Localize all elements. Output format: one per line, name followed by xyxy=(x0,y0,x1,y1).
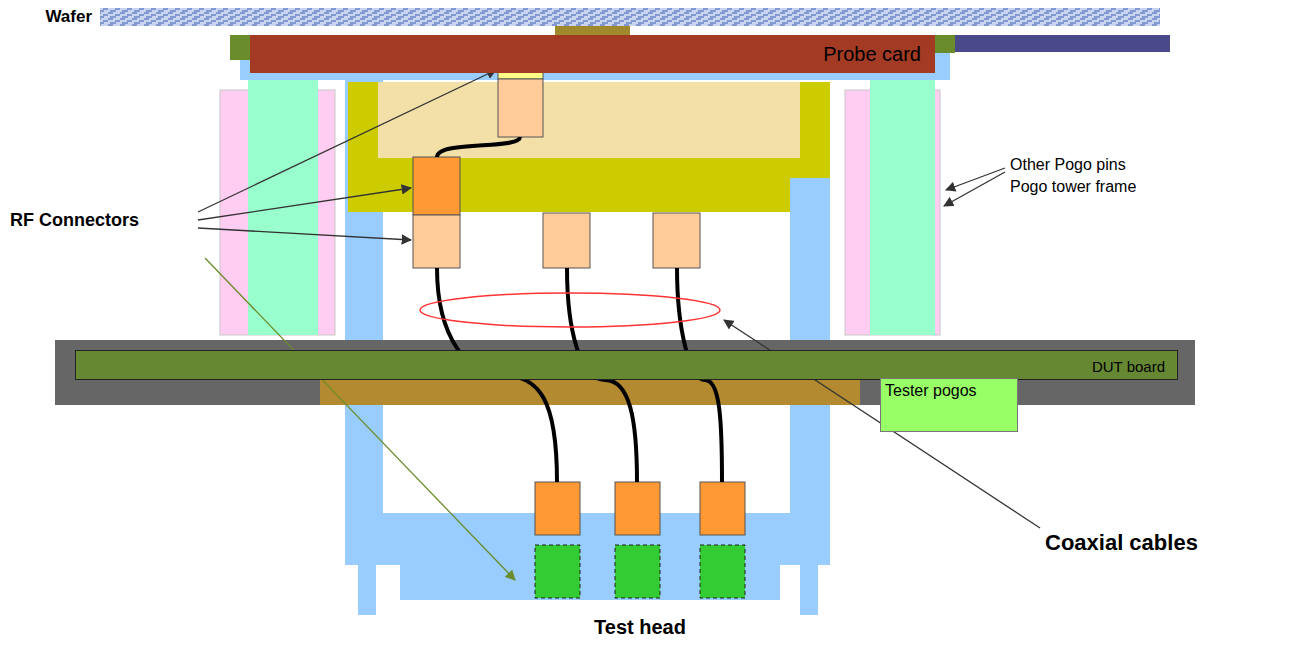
highlight-ellipse xyxy=(420,293,720,327)
callout-label: RF Connectors xyxy=(10,210,139,231)
rf-connector xyxy=(413,157,460,215)
probe-tip xyxy=(555,26,630,35)
test-head-connector xyxy=(700,545,745,598)
probe-card: Probe card xyxy=(250,35,935,73)
dut-board: DUT board xyxy=(75,350,1178,380)
card-holder xyxy=(955,35,1170,52)
board-stiffener xyxy=(320,378,860,405)
support-column xyxy=(790,178,830,340)
node-label: Tester pogos xyxy=(885,382,977,400)
node-label: Probe card xyxy=(823,43,921,66)
callout-label: Coaxial cables xyxy=(1045,530,1198,556)
rf-connector xyxy=(413,215,460,268)
leader-line xyxy=(198,70,1040,528)
rf-connector xyxy=(700,482,745,535)
connector-holder-inner xyxy=(378,82,800,158)
rf-connector xyxy=(543,213,590,268)
part-name: Test head xyxy=(594,616,686,639)
tray-leg xyxy=(800,565,818,615)
callout-label: Other Pogo pins xyxy=(1010,156,1126,174)
node-label: Wafer xyxy=(45,7,92,27)
support-column xyxy=(345,212,383,340)
test-head-tray xyxy=(345,455,830,565)
leader-line xyxy=(205,258,515,580)
stiffener-frame xyxy=(240,35,950,80)
card-holder xyxy=(935,35,955,53)
wafer-band xyxy=(100,8,1160,26)
rf-connector xyxy=(535,482,580,535)
test-head-connector xyxy=(535,545,580,598)
callout-label: Pogo tower frame xyxy=(1010,178,1136,196)
test-head-connector xyxy=(615,545,660,598)
node-label: DUT board xyxy=(1092,358,1165,375)
rf-connector xyxy=(653,213,700,268)
rf-connector xyxy=(498,79,543,137)
coaxial-cable xyxy=(437,137,722,482)
pogo-pins xyxy=(870,80,935,335)
wafer-band: Wafer xyxy=(100,8,1160,26)
tester-pogos: Tester pogos xyxy=(880,378,1018,432)
rf-connector xyxy=(615,482,660,535)
tray-leg xyxy=(358,565,376,615)
support-column xyxy=(790,178,830,212)
card-holder xyxy=(230,35,250,60)
